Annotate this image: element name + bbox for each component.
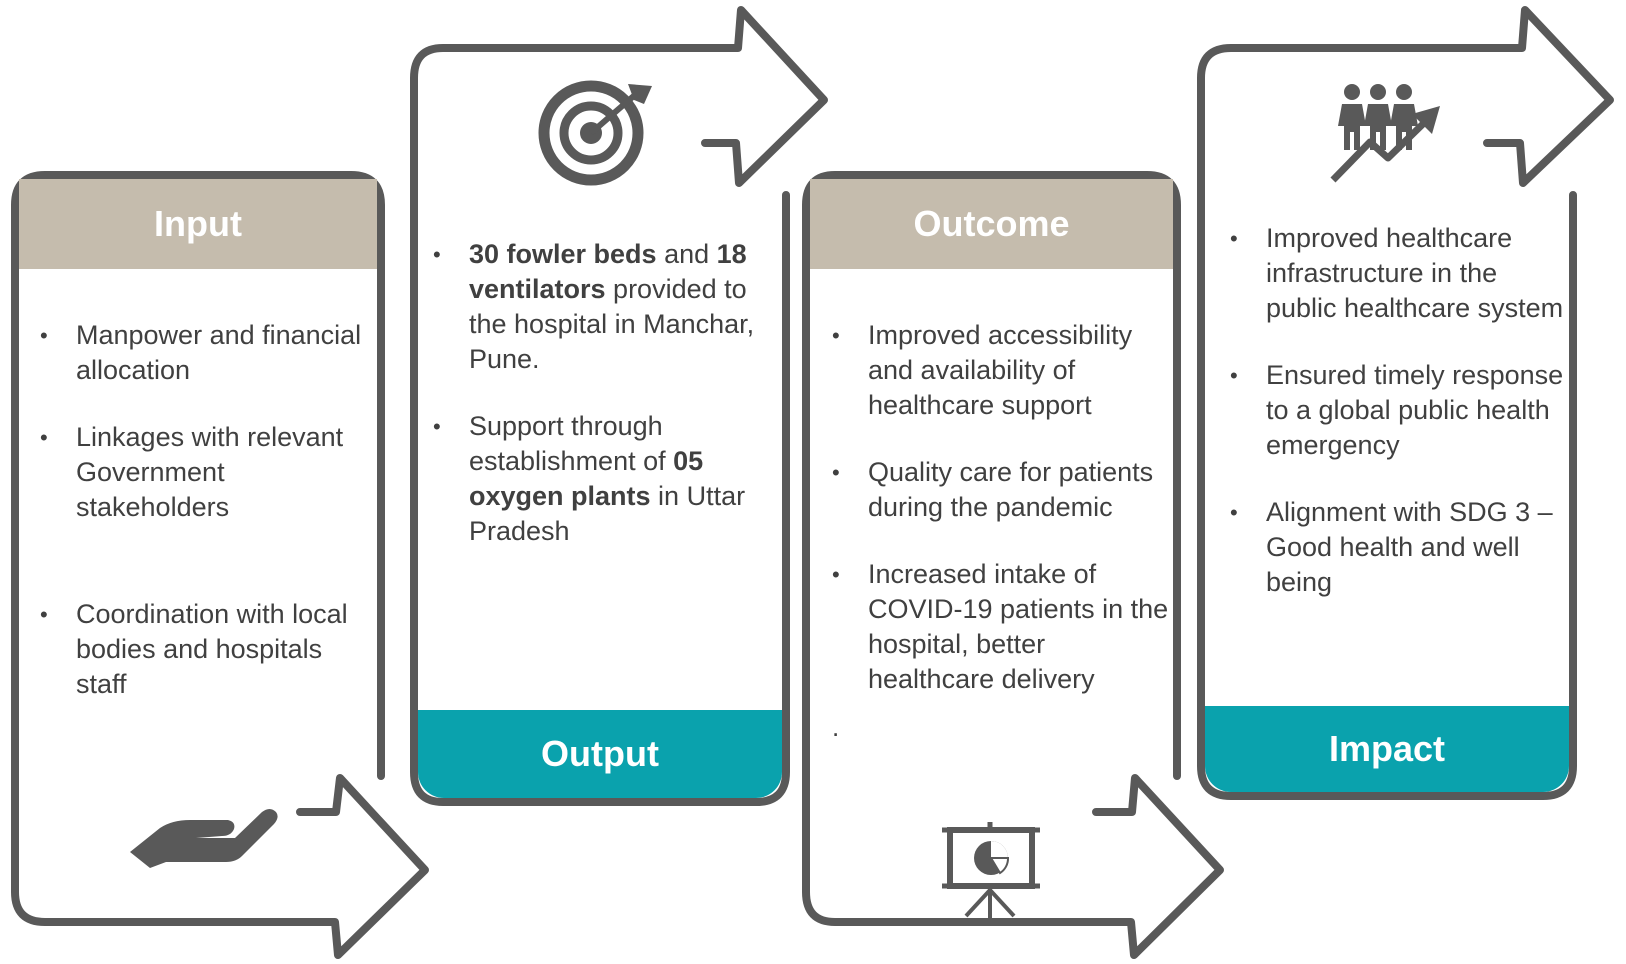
output-text: and [656,239,717,269]
list-item: Ensured timely response to a global publ… [1230,358,1570,463]
presentation-chart-icon [942,822,1040,920]
output-highlight-beds: 30 fowler beds [469,239,657,269]
list-item: Coordination with local bodies and hospi… [40,597,380,702]
output-highlight-ventilators: 18 ventilators [469,239,747,304]
output-text: Support through establishment of [469,411,674,476]
target-icon [538,80,652,186]
outcome-trailing-dot: . [832,712,840,742]
list-item: Increased intake of COVID-19 patients in… [832,557,1174,697]
output-arrow-outline [410,6,828,806]
output-list: 30 fowler beds and 18 ventilators provid… [433,237,781,581]
list-item: Support through establishment of 05 oxyg… [433,409,781,549]
input-list: Manpower and financial allocation Linkag… [40,318,380,734]
impact-list: Improved healthcare infrastructure in th… [1230,221,1570,632]
output-title: Output [418,710,782,798]
list-item: Quality care for patients during the pan… [832,455,1174,525]
impact-arrow-outline [1197,6,1614,800]
output-text: in Uttar Pradesh [469,481,746,546]
hand-giving-icon [130,809,278,868]
outcome-title: Outcome [810,179,1173,269]
outcome-list: Improved accessibility and availability … [832,318,1174,729]
people-growth-icon [1330,84,1440,183]
list-item: 30 fowler beds and 18 ventilators provid… [433,237,781,377]
list-item: Alignment with SDG 3 – Good health and w… [1230,495,1570,600]
output-text: provided to the hospital in Manchar, Pun… [469,274,755,374]
output-highlight-oxygen: 05 oxygen plants [469,446,704,511]
list-item: Linkages with relevant Government stakeh… [40,420,380,525]
input-title: Input [19,179,377,269]
list-item: Manpower and financial allocation [40,318,380,388]
list-item: Improved healthcare infrastructure in th… [1230,221,1570,326]
impact-title: Impact [1205,706,1569,792]
list-item: Improved accessibility and availability … [832,318,1174,423]
